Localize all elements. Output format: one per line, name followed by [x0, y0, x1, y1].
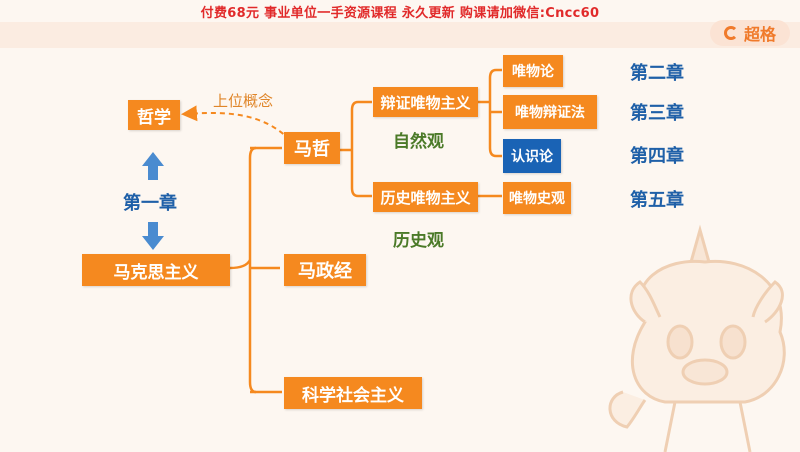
top-strip	[0, 22, 800, 48]
node-philosophy: 哲学	[128, 100, 180, 130]
node-scientific-socialism: 科学社会主义	[284, 377, 422, 409]
node-ma-zhe: 马哲	[284, 132, 340, 164]
node-marxism: 马克思主义	[82, 254, 230, 286]
label-chapter-one: 第一章	[123, 193, 177, 214]
node-historical-materialism-view: 唯物史观	[503, 182, 571, 214]
label-view-of-nature: 自然观	[393, 132, 444, 152]
node-epistemology: 认识论	[503, 139, 561, 173]
unicorn-mascot-watermark	[608, 224, 786, 452]
label-chapter-three: 第三章	[630, 103, 684, 124]
brand-logo-text: 超格	[743, 25, 776, 44]
label-view-of-history: 历史观	[393, 231, 444, 251]
label-upper-concept: 上位概念	[213, 92, 274, 110]
node-historical-materialism: 历史唯物主义	[373, 182, 478, 212]
label-chapter-four: 第四章	[630, 146, 684, 167]
node-materialist-dialectics: 唯物辩证法	[503, 95, 597, 129]
node-ma-zheng-jing: 马政经	[284, 254, 366, 286]
promo-banner: 付费68元 事业单位一手资源课程 永久更新 购课请加微信:Cncc60	[200, 5, 600, 21]
label-chapter-two: 第二章	[630, 63, 684, 84]
chaoge-logo-icon	[723, 26, 738, 40]
brand-logo: 超格	[709, 20, 790, 46]
node-materialism: 唯物论	[503, 55, 563, 87]
node-dialectical-materialism: 辩证唯物主义	[373, 87, 478, 117]
label-chapter-five: 第五章	[630, 190, 684, 211]
